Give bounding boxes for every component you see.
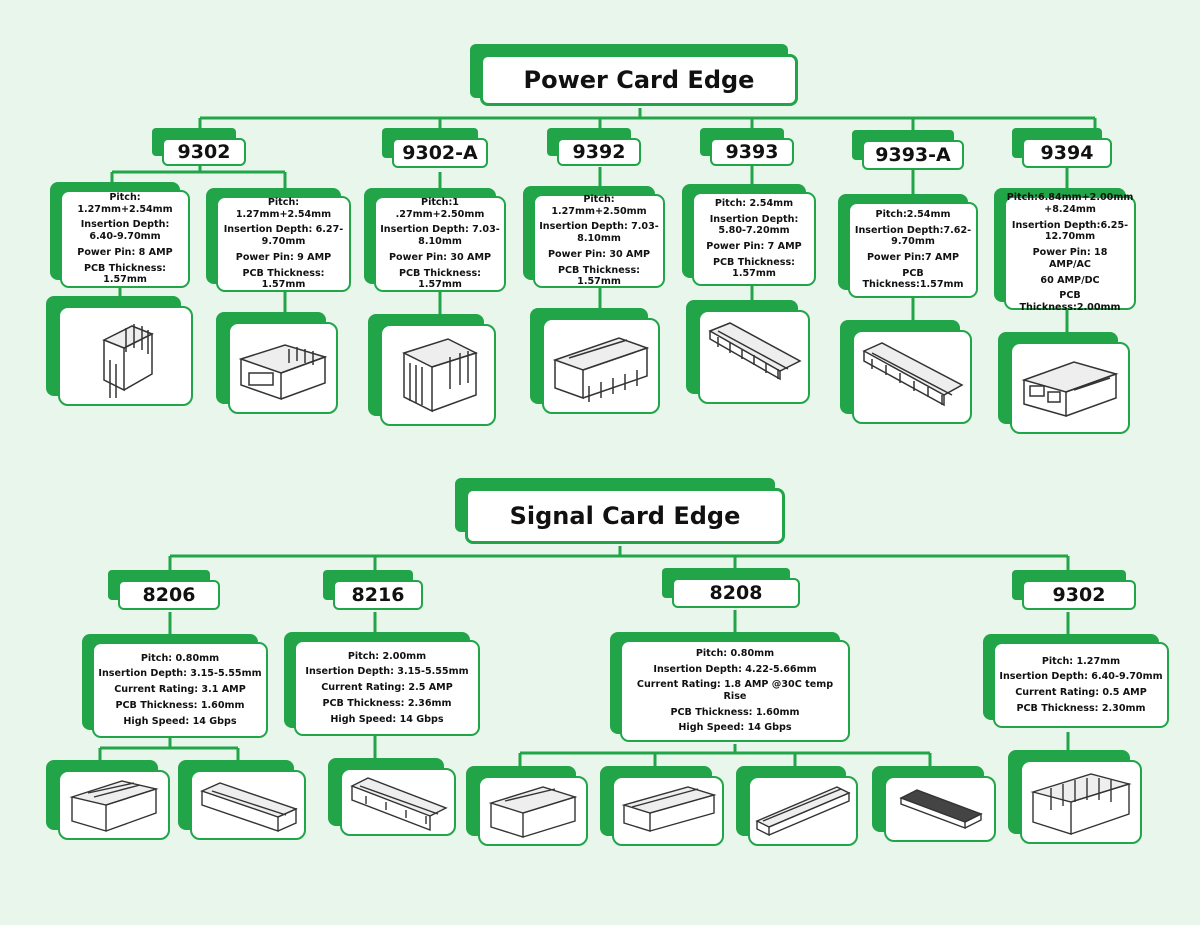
spec-card: Pitch: 2.54mm Insertion Depth: 5.80-7.20… bbox=[682, 184, 816, 286]
spec-card: Pitch: 1.27mm Insertion Depth: 6.40-9.70… bbox=[983, 634, 1169, 728]
power-part-tag: 9302 bbox=[152, 128, 246, 166]
long-edge-connector-icon bbox=[840, 320, 972, 424]
power-section-title: Power Card Edge bbox=[470, 44, 805, 114]
power-part-tag: 9394 bbox=[1012, 128, 1112, 168]
box-connector-icon bbox=[998, 332, 1130, 434]
angled-edge-connector-icon bbox=[736, 766, 858, 846]
signal-part-tag: 8206 bbox=[108, 570, 220, 610]
spec-card: Pitch: 2.00mm Insertion Depth: 3.15-5.55… bbox=[284, 632, 480, 736]
spec-card: Pitch:1 .27mm+2.50mm Insertion Depth: 7.… bbox=[364, 188, 506, 292]
signal-part-tag: 9302 bbox=[1012, 570, 1136, 610]
vertical-slot-connector-icon bbox=[530, 308, 660, 414]
spec-card: Pitch: 1.27mm+2.50mm Insertion Depth: 7.… bbox=[523, 186, 665, 288]
long-vertical-connector-icon bbox=[178, 760, 306, 840]
short-vertical-connector-icon bbox=[466, 766, 588, 846]
low-profile-connector-icon bbox=[872, 766, 996, 842]
signal-section-title: Signal Card Edge bbox=[455, 478, 795, 550]
long-edge-connector-icon bbox=[686, 300, 810, 404]
spec-card: Pitch:6.84mm+2.00mm +8.24mm Insertion De… bbox=[994, 188, 1136, 313]
power-part-tag: 9392 bbox=[547, 128, 641, 166]
long-vertical-connector-icon bbox=[328, 758, 456, 836]
housing-connector-icon bbox=[216, 312, 338, 414]
right-angle-connector-icon bbox=[46, 296, 193, 406]
power-part-tag: 9393 bbox=[700, 128, 794, 166]
short-vertical-connector-icon bbox=[46, 760, 170, 840]
spec-card: Pitch: 0.80mm Insertion Depth: 4.22-5.66… bbox=[610, 632, 850, 742]
right-angle-connector-icon bbox=[1008, 750, 1142, 844]
spec-card: Pitch: 0.80mm Insertion Depth: 3.15-5.55… bbox=[82, 634, 268, 738]
power-part-tag: 9302-A bbox=[382, 128, 488, 168]
spec-card: Pitch:2.54mm Insertion Depth:7.62-9.70mm… bbox=[838, 194, 978, 298]
long-vertical-connector-icon bbox=[600, 766, 724, 846]
stacked-connector-icon bbox=[368, 314, 496, 426]
signal-part-tag: 8216 bbox=[323, 570, 423, 610]
spec-card: Pitch: 1.27mm+2.54mm Insertion Depth: 6.… bbox=[206, 188, 351, 292]
signal-part-tag: 8208 bbox=[662, 568, 800, 608]
power-part-tag: 9393-A bbox=[852, 130, 964, 170]
spec-card: Pitch: 1.27mm+2.54mm Insertion Depth: 6.… bbox=[50, 182, 190, 288]
